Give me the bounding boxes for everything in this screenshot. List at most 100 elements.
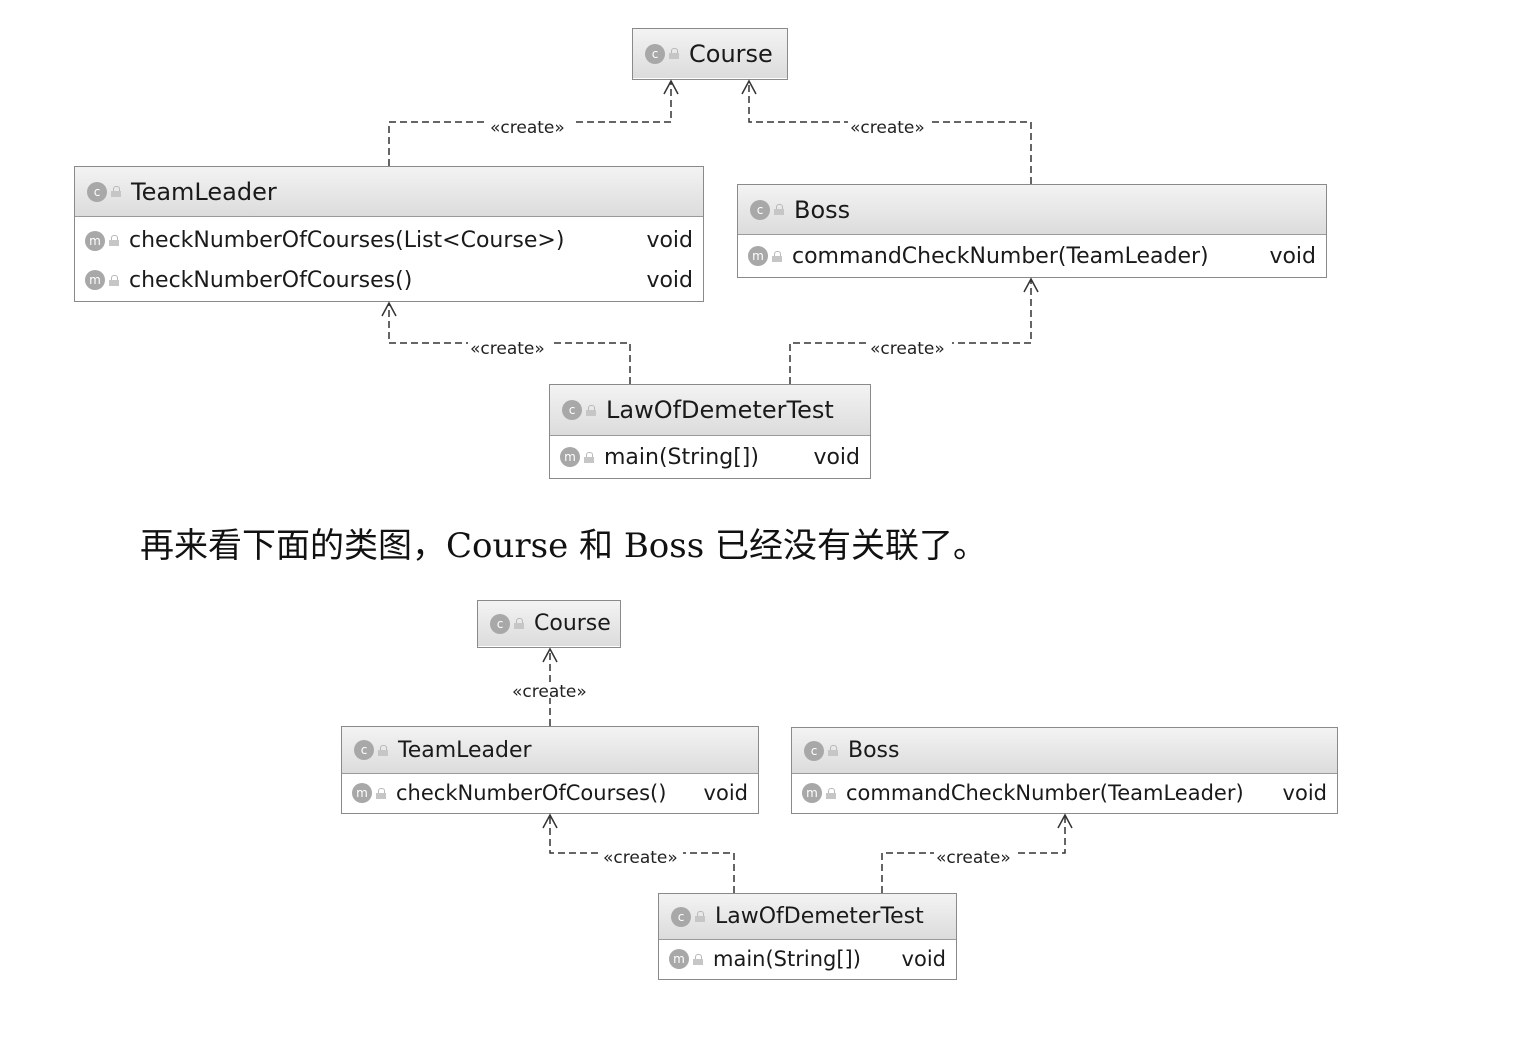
edge-label: «create»: [936, 848, 1011, 868]
method-row[interactable]: m main(String[]) void: [659, 940, 956, 978]
method-icon: m: [669, 949, 689, 969]
class-name: Course: [689, 39, 773, 68]
visibility-icon: [693, 953, 703, 965]
method-signature: checkNumberOfCourses(): [129, 267, 413, 293]
method-row[interactable]: m checkNumberOfCourses(List<Course>) voi…: [75, 217, 703, 260]
arrowhead: [741, 79, 757, 95]
edge-label: «create»: [850, 118, 925, 138]
method-return-type: void: [646, 267, 693, 293]
label-bg: [934, 847, 1016, 863]
class-course[interactable]: c Course: [477, 600, 621, 648]
method-row[interactable]: m checkNumberOfCourses() void: [75, 260, 703, 300]
method-row[interactable]: m main(String[]) void: [550, 436, 870, 478]
class-icon: c: [490, 613, 510, 634]
label-bg: [468, 337, 552, 353]
method-icon: m: [802, 783, 822, 803]
edge-label: «create»: [490, 118, 565, 138]
edge-teamleader-to-course: [388, 82, 672, 166]
class-icon: c: [671, 906, 691, 927]
visibility-icon: [109, 235, 119, 246]
class-icon: c: [750, 199, 770, 220]
edge-label: «create»: [512, 682, 587, 702]
label-bg: [488, 116, 572, 132]
class-icon: c: [87, 181, 107, 202]
class-name: LawOfDemeterTest: [606, 396, 834, 424]
arrowhead: [542, 647, 558, 663]
class-header: c Boss: [738, 185, 1326, 235]
class-header: c LawOfDemeterTest: [550, 385, 870, 436]
visibility-icon: [772, 250, 782, 262]
arrowhead: [1057, 813, 1073, 829]
class-icon: c: [804, 740, 824, 761]
method-signature: commandCheckNumber(TeamLeader): [846, 781, 1244, 805]
label-bg: [868, 337, 952, 353]
method-row[interactable]: m checkNumberOfCourses() void: [342, 774, 758, 812]
method-row[interactable]: m commandCheckNumber(TeamLeader) void: [738, 235, 1326, 277]
edge-test-to-teamleader: [388, 304, 631, 384]
method-row[interactable]: m commandCheckNumber(TeamLeader) void: [792, 774, 1337, 812]
method-icon: m: [748, 246, 768, 266]
visibility-icon: [376, 787, 386, 799]
class-icon: c: [354, 740, 374, 760]
class-name: LawOfDemeterTest: [715, 904, 924, 929]
method-icon: m: [352, 783, 372, 803]
method-signature: checkNumberOfCourses(): [396, 781, 667, 805]
caption-text: 再来看下面的类图，Course 和 Boss 已经没有关联了。: [140, 526, 987, 566]
visibility-icon: [669, 48, 679, 59]
method-return-type: void: [646, 228, 693, 253]
method-signature: main(String[]): [604, 444, 759, 470]
method-return-type: void: [1269, 243, 1316, 269]
class-course[interactable]: c Course: [632, 28, 788, 80]
arrowhead: [542, 813, 558, 829]
edge-label: «create»: [470, 339, 545, 359]
arrowhead: [1023, 277, 1039, 293]
class-name: TeamLeader: [131, 177, 277, 206]
method-icon: m: [85, 270, 105, 290]
class-boss[interactable]: c Boss m commandCheckNumber(TeamLeader) …: [737, 184, 1327, 278]
method-return-type: void: [1282, 781, 1327, 805]
class-header: c Course: [633, 29, 787, 78]
visibility-icon: [514, 618, 524, 629]
arrowhead: [381, 301, 397, 317]
class-lawofdemetertest[interactable]: c LawOfDemeterTest m main(String[]) void: [658, 893, 957, 980]
method-return-type: void: [813, 444, 860, 470]
visibility-icon: [826, 787, 836, 799]
visibility-icon: [378, 744, 388, 756]
method-signature: checkNumberOfCourses(List<Course>): [129, 228, 565, 253]
class-name: Boss: [794, 195, 851, 224]
visibility-icon: [584, 451, 594, 463]
visibility-icon: [109, 274, 119, 286]
edge-label: «create»: [603, 848, 678, 868]
class-header: c LawOfDemeterTest: [659, 894, 956, 940]
class-header: c Boss: [792, 728, 1337, 774]
arrowhead: [663, 79, 679, 95]
label-bg: [848, 116, 932, 132]
class-header: c TeamLeader: [75, 167, 703, 217]
class-lawofdemetertest[interactable]: c LawOfDemeterTest m main(String[]) void: [549, 384, 871, 479]
visibility-icon: [111, 186, 121, 197]
class-name: Course: [534, 611, 611, 636]
visibility-icon: [828, 745, 838, 756]
label-bg: [601, 847, 683, 863]
edge-test-to-boss: [789, 280, 1032, 384]
class-teamleader[interactable]: c TeamLeader m checkNumberOfCourses(List…: [74, 166, 704, 302]
class-teamleader[interactable]: c TeamLeader m checkNumberOfCourses() vo…: [341, 726, 759, 814]
edge-label: «create»: [870, 339, 945, 359]
class-boss[interactable]: c Boss m commandCheckNumber(TeamLeader) …: [791, 727, 1338, 814]
method-signature: main(String[]): [713, 947, 861, 971]
method-icon: m: [560, 447, 580, 467]
method-signature: commandCheckNumber(TeamLeader): [792, 243, 1209, 269]
visibility-icon: [774, 204, 784, 215]
visibility-icon: [695, 911, 705, 922]
visibility-icon: [586, 404, 596, 416]
method-return-type: void: [901, 947, 946, 971]
method-icon: m: [85, 230, 105, 251]
class-name: TeamLeader: [398, 737, 532, 763]
label-bg: [510, 682, 592, 698]
class-header: c Course: [478, 601, 620, 646]
class-name: Boss: [848, 738, 900, 763]
class-icon: c: [562, 400, 582, 420]
class-icon: c: [645, 43, 665, 64]
method-return-type: void: [703, 781, 748, 805]
